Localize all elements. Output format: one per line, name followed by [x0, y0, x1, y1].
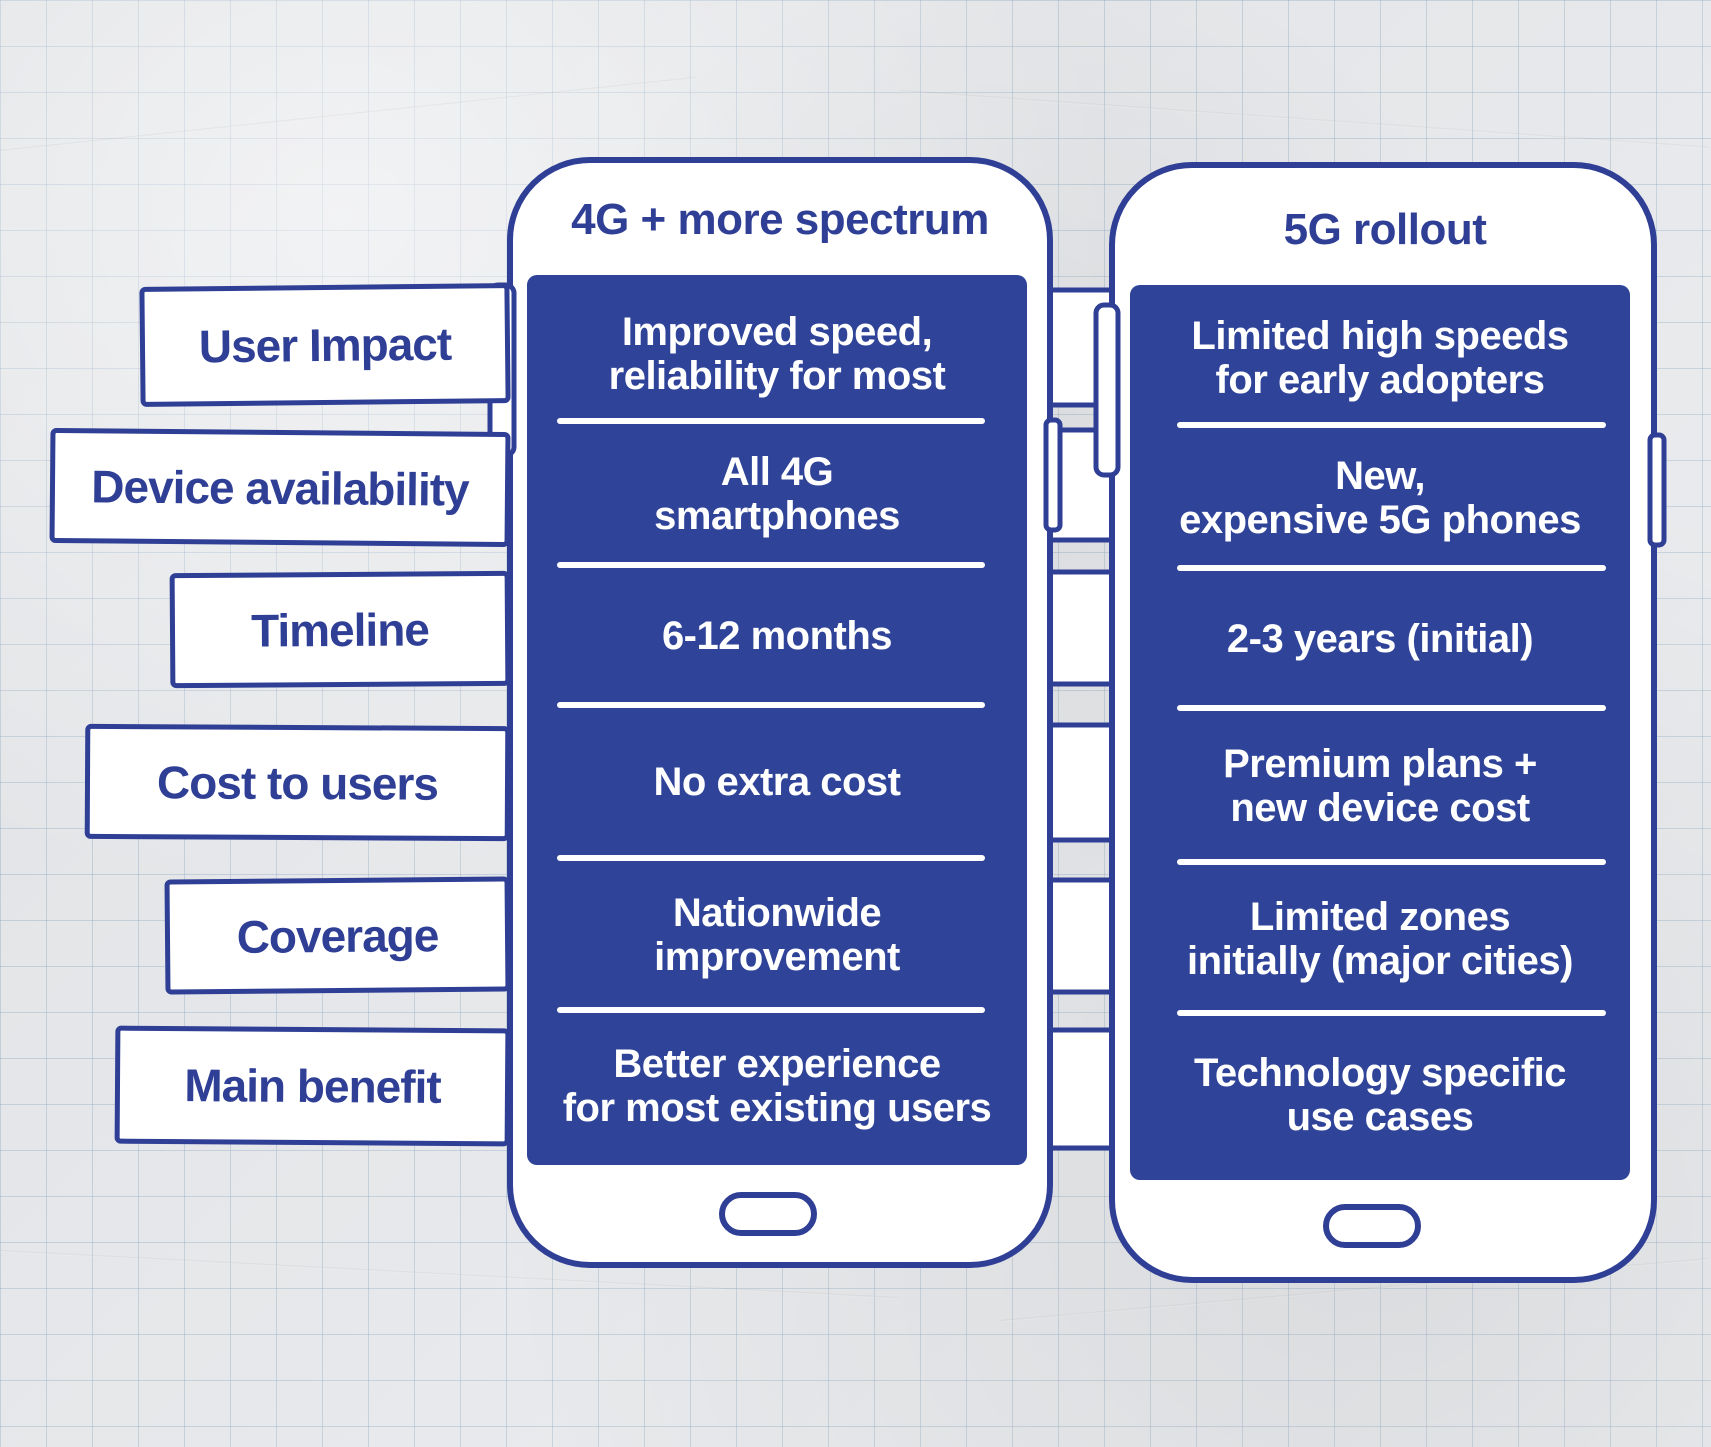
- phone-5g-cell-device-availability: New, expensive 5G phones: [1179, 454, 1581, 542]
- phone-5g-title: 5G rollout: [1283, 205, 1487, 254]
- row-label-user-impact: User Impact: [139, 283, 511, 407]
- home-button-icon: [719, 1192, 817, 1236]
- phone-4g: [487, 157, 1063, 1268]
- screen-dividers: [557, 418, 1606, 1016]
- home-button-icon: [1323, 1204, 1421, 1248]
- phone-4g-cell-coverage: Nationwide improvement: [654, 891, 900, 979]
- phone-4g-cell-timeline: 6-12 months: [661, 614, 893, 658]
- row-label-timeline: Timeline: [169, 570, 511, 689]
- phone-4g-cell-cost-to-users: No extra cost: [653, 760, 901, 804]
- phone-5g-cell-cost-to-users: Premium plans + new device cost: [1223, 742, 1537, 830]
- phone-5g-cell-user-impact: Limited high speeds for early adopters: [1191, 314, 1569, 402]
- side-button-icon: [1043, 417, 1063, 533]
- side-button-icon: [1647, 432, 1667, 548]
- row-label-coverage: Coverage: [164, 876, 511, 995]
- phone-5g: [1093, 162, 1667, 1283]
- row-label-main-benefit: Main benefit: [114, 1025, 511, 1147]
- phone-4g-cell-device-availability: All 4G smartphones: [654, 450, 900, 538]
- phone-5g-cell-timeline: 2-3 years (initial): [1226, 617, 1534, 661]
- phone-4g-screen: [527, 275, 1027, 1165]
- row-label-device-availability: Device availability: [49, 427, 511, 548]
- phone-4g-cell-user-impact: Improved speed, reliability for most: [608, 310, 946, 398]
- phone-5g-screen: [1130, 285, 1630, 1180]
- phone-5g-cell-main-benefit: Technology specific use cases: [1193, 1051, 1567, 1139]
- phone-4g-cell-main-benefit: Better experience for most existing user…: [562, 1042, 992, 1130]
- row-label-cost-to-users: Cost to users: [84, 723, 511, 842]
- phone-4g-title: 4G + more spectrum: [571, 195, 989, 244]
- side-button-icon: [1093, 302, 1121, 478]
- phone-5g-cell-coverage: Limited zones initially (major cities): [1187, 895, 1573, 983]
